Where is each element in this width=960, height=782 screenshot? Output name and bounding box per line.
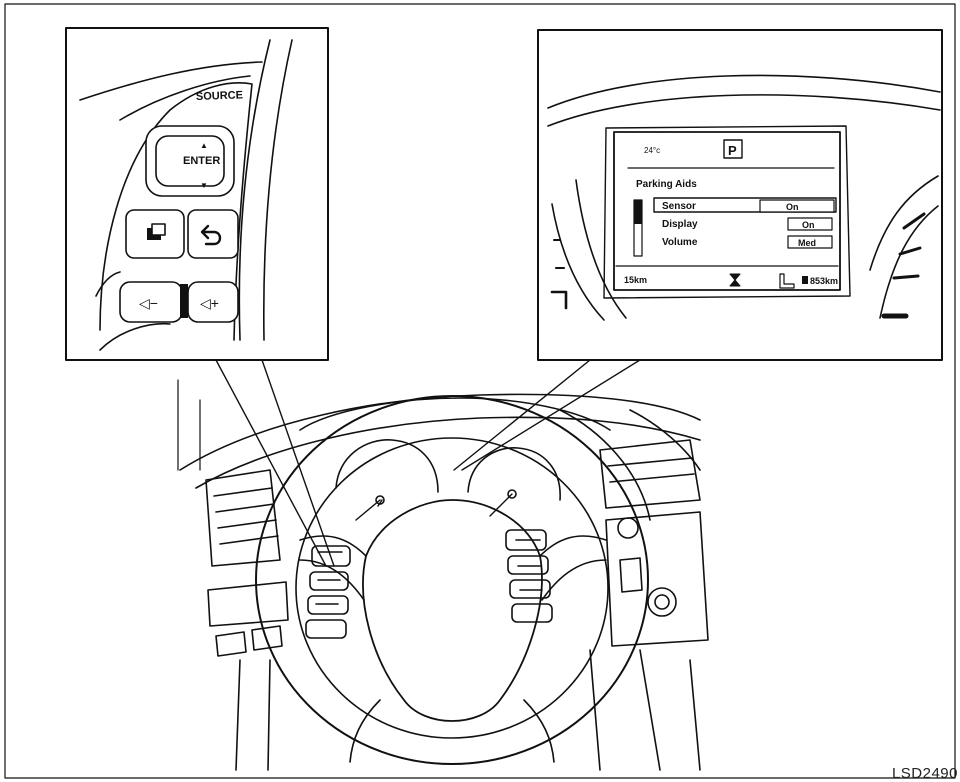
left-inset: SOURCE ENTER ▲ ▼ ◁− ◁+	[66, 28, 328, 360]
fuel-icon	[802, 276, 808, 284]
menu-row-label: Display	[662, 219, 698, 230]
menu-row-value: On	[786, 202, 799, 212]
volume-down-label: ◁−	[139, 295, 158, 311]
scroll-thumb	[634, 200, 642, 224]
left-gauge	[336, 440, 438, 492]
gear-label: P	[728, 143, 737, 158]
menu-row-label: Sensor	[662, 201, 696, 212]
right-gauge	[468, 448, 560, 500]
down-arrow-icon: ▼	[200, 181, 208, 190]
volume-up-label: ◁+	[200, 295, 219, 311]
range-distance: 853km	[810, 276, 838, 286]
menu-row-value: On	[802, 220, 815, 230]
menu-row-label: Volume	[662, 237, 698, 248]
left-vent	[206, 470, 280, 566]
temperature-label: 24°c	[644, 146, 660, 155]
enter-label: ENTER	[183, 155, 220, 167]
steering-wheel-hub	[363, 500, 542, 721]
menu-title: Parking Aids	[636, 179, 697, 190]
back-button[interactable]	[188, 210, 238, 258]
wheel-right-switches	[506, 530, 552, 622]
source-label: SOURCE	[196, 89, 243, 103]
callout-lines	[216, 360, 640, 566]
menu-row-value: Med	[798, 238, 816, 248]
up-arrow-icon: ▲	[200, 141, 208, 150]
steering-wheel-rim	[256, 396, 648, 764]
figure-id: LSD2490	[892, 765, 958, 782]
wheel-left-switches	[306, 546, 350, 638]
trip-distance: 15km	[624, 275, 647, 285]
right-inset: P 24°c Parking Aids Sensor Display Volum…	[538, 30, 942, 360]
